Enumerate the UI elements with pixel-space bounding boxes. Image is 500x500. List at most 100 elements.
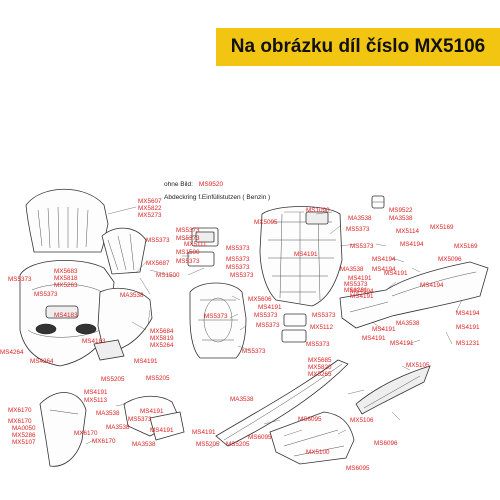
part-label-ms4264: MS4264 bbox=[0, 349, 24, 356]
part-label-mx5114: MX5114 bbox=[396, 228, 419, 235]
part-label-mx5111: MX5111 bbox=[184, 241, 207, 248]
part-label-ms4191-a: MS4191 bbox=[134, 358, 158, 365]
part-label-ms5205-b: MS5205 bbox=[146, 375, 170, 382]
side-trim-part bbox=[215, 359, 349, 447]
part-label-ms4194-e: MS4194 bbox=[420, 282, 444, 289]
part-label-mx5107: MX5107 bbox=[12, 439, 36, 446]
windshield-part bbox=[101, 227, 147, 275]
part-label-ms5373-o: MS5373 bbox=[306, 341, 330, 348]
part-label-ms5205-d: MS5205 bbox=[226, 441, 250, 448]
part-label-ms5373-f: MS5373 bbox=[34, 291, 58, 298]
side-panel-left-part bbox=[93, 287, 153, 361]
rear-side-panel-part bbox=[355, 365, 431, 415]
part-label-mx5683: MX5683 bbox=[54, 268, 78, 275]
part-label-ms5373-i: MS5373 bbox=[226, 256, 250, 263]
part-label-ma3538-c: MA3538 bbox=[389, 215, 413, 222]
part-label-ma3538-f: MA3538 bbox=[96, 410, 120, 417]
part-label-ms4194-d: MS4194 bbox=[350, 288, 374, 295]
tunnel-lower-part bbox=[123, 395, 185, 441]
part-label-mx5264: MX5264 bbox=[150, 342, 174, 349]
part-label-ms4191-m: MS4191 bbox=[150, 427, 174, 434]
part-label-ms5373-s: MS5373 bbox=[312, 312, 336, 319]
part-label-ms4194-a: MS4194 bbox=[400, 241, 424, 248]
part-label-mx6170-b: MX6170 bbox=[8, 418, 32, 425]
part-label-ma3538-g: MA3538 bbox=[106, 424, 130, 431]
part-label-mx6170-a: MX6170 bbox=[8, 407, 32, 414]
part-label-ms5373-m: MS5373 bbox=[256, 322, 280, 329]
part-label-ma3538-b: MA3538 bbox=[348, 215, 372, 222]
part-label-mx6170-d: MX6170 bbox=[92, 438, 116, 445]
part-label-ms4183-b: MS4183 bbox=[82, 338, 106, 345]
part-label-ma3538-e: MA3538 bbox=[396, 320, 420, 327]
title-banner: Na obrázku díl číslo MX5106 bbox=[216, 28, 500, 66]
part-label-mx5273: MX5273 bbox=[138, 212, 162, 219]
part-label-mx5818: MX5818 bbox=[54, 275, 78, 282]
top-bracket-part bbox=[371, 195, 385, 209]
part-label-ms4191-j: MS4191 bbox=[390, 340, 414, 347]
part-label-ms5373-h: MS5373 bbox=[226, 245, 250, 252]
part-label-ms5205-c: MS5205 bbox=[196, 441, 220, 448]
part-label-mx5685: MX5685 bbox=[308, 357, 332, 364]
center-frame-cover-part bbox=[189, 282, 247, 359]
part-label-ms4194-f: MS4194 bbox=[456, 310, 480, 317]
part-label-ms5373-g: MS5373 bbox=[230, 272, 254, 279]
part-label-ms4183-a: MS4183 bbox=[54, 312, 78, 319]
part-label-ma3538-d: MA3538 bbox=[340, 266, 364, 273]
floor-frame-part bbox=[339, 261, 489, 329]
part-label-ma3538-i: MA3538 bbox=[230, 396, 254, 403]
part-label-ms4191-n: MS4191 bbox=[192, 429, 216, 436]
banner-text: Na obrázku díl číslo MX5106 bbox=[230, 36, 486, 57]
part-label-ms4191-l: MS4191 bbox=[140, 408, 164, 415]
part-label-ma0050: MA0050 bbox=[12, 425, 36, 432]
part-label-mx5687: MX5687 bbox=[146, 260, 170, 267]
part-label-ms4191-c: MS4191 bbox=[294, 251, 318, 258]
part-label-mx5606: MX5606 bbox=[248, 296, 272, 303]
part-label-ms5373-l: MS5373 bbox=[204, 313, 228, 320]
part-label-mx5113: MX5113 bbox=[84, 397, 107, 404]
part-label-ms1500-b: MS1500 bbox=[156, 272, 180, 279]
part-label-ms4191-f: MS4191 bbox=[350, 293, 374, 300]
part-label-mx5822: MX5822 bbox=[138, 205, 162, 212]
part-label-ms9522: MS9522 bbox=[389, 207, 413, 214]
part-label-ms6096: MS6096 bbox=[374, 440, 398, 447]
part-label-mx5684: MX5684 bbox=[150, 328, 174, 335]
part-label-ms5373-b: MS5373 bbox=[176, 227, 200, 234]
part-label-ms5373-r: MS5373 bbox=[344, 281, 368, 288]
part-label-ms4191-d: MS4191 bbox=[384, 270, 408, 277]
part-label-ms4191-h: MS4191 bbox=[456, 324, 480, 331]
part-label-ms4191-b: MS4191 bbox=[258, 304, 282, 311]
part-label-ms4194-c: MS4194 bbox=[372, 266, 396, 273]
part-label-ms1231-a: MS1231 bbox=[344, 287, 368, 294]
mid-cover-part bbox=[281, 313, 307, 343]
part-label-ms4194-b: MS4194 bbox=[372, 256, 396, 263]
part-label-ms5373-d: MS5373 bbox=[176, 258, 200, 265]
part-label-mx5095: MX5095 bbox=[254, 219, 278, 226]
part-label-mx5100: MX5100 bbox=[306, 449, 330, 456]
part-label-ma3538-a: MA3538 bbox=[120, 292, 144, 299]
note-ohne-bild: ohne Bild:MS9520 bbox=[164, 181, 224, 188]
part-label-ms5373-t: MS5373 bbox=[128, 416, 152, 423]
part-label-ms4191-g: MS4191 bbox=[372, 326, 396, 333]
part-label-ms1090: MS1090 bbox=[306, 207, 330, 214]
part-label-ma3538-h: MA3538 bbox=[132, 441, 156, 448]
storage-compartment-part bbox=[259, 206, 343, 307]
part-label-ms5373-j: MS5373 bbox=[226, 264, 250, 271]
part-label-mx5169-a: MX5169 bbox=[430, 224, 454, 231]
part-label-mx5105: MX5105 bbox=[406, 362, 430, 369]
part-label-ms5373-e: MS5373 bbox=[8, 276, 32, 283]
part-label-mx5106: MX5106 bbox=[350, 417, 374, 424]
part-label-ms5373-c: MS5373 bbox=[176, 235, 200, 242]
part-label-ms4264-b: MS4264 bbox=[30, 358, 54, 365]
part-label-ms5373-q: MS5373 bbox=[350, 243, 374, 250]
part-label-mx5265: MX5265 bbox=[308, 371, 332, 378]
part-label-mx5112: MX5112 bbox=[310, 324, 333, 331]
part-label-ms6095-a: MS6095 bbox=[298, 416, 322, 423]
part-label-ms5373-p: MS5373 bbox=[346, 226, 370, 233]
note-abdeckring: Abdeckring f.Einfüllstutzen ( Benzin ) bbox=[164, 194, 271, 201]
part-label-ms5373-k: MS5373 bbox=[254, 312, 278, 319]
part-label-ms5373-n: MS5373 bbox=[242, 348, 266, 355]
part-label-mx5820: MX5820 bbox=[308, 364, 332, 371]
front-fender-part bbox=[39, 392, 87, 467]
